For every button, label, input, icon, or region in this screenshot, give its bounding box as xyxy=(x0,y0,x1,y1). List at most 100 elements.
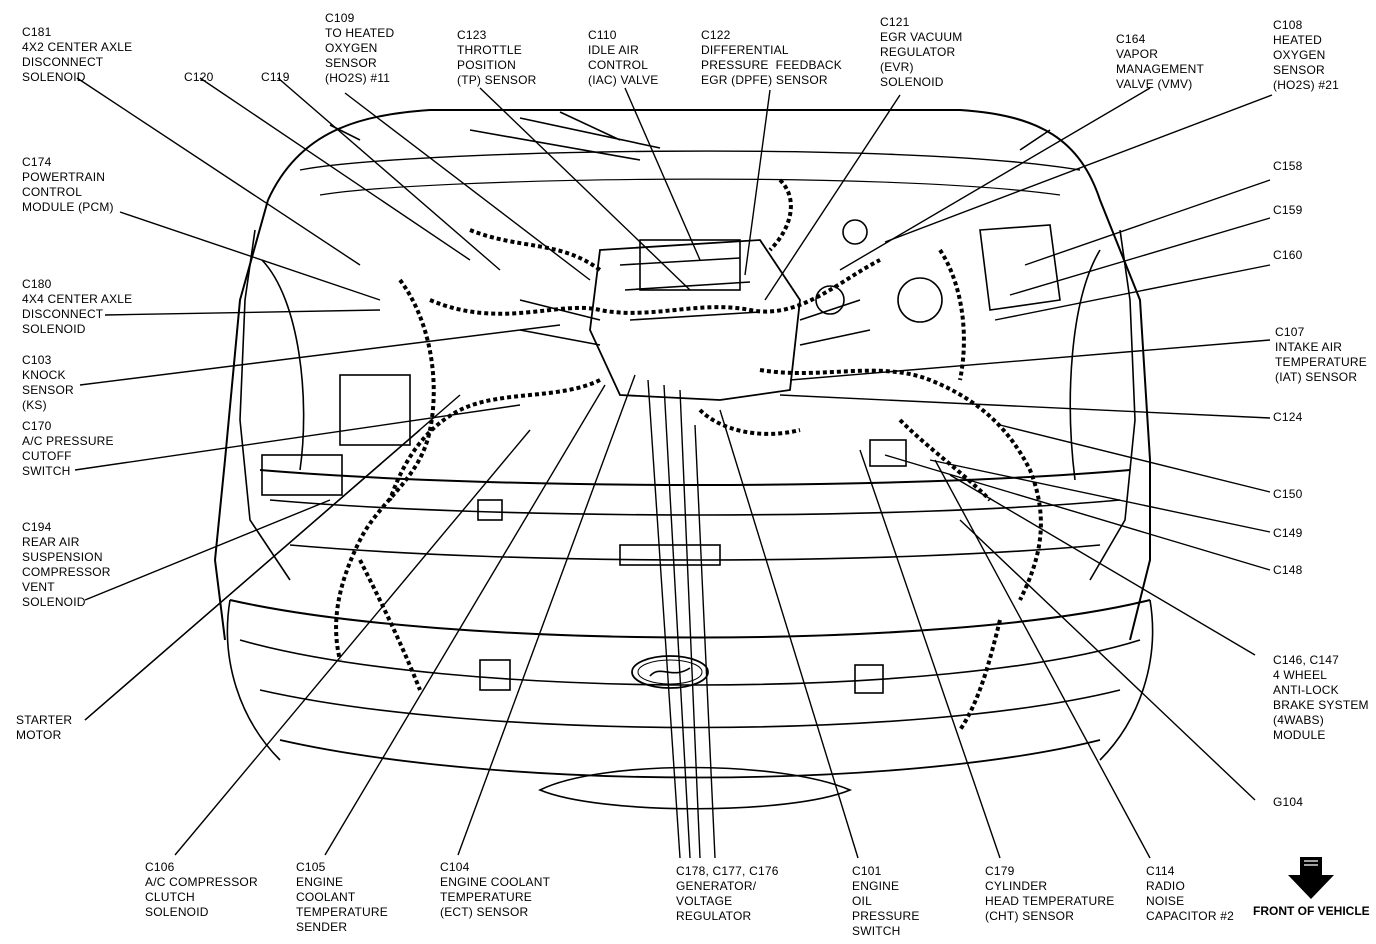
label-line: SENSOR xyxy=(1273,63,1325,77)
label-line: (KS) xyxy=(22,398,47,412)
label-line: ENGINE xyxy=(852,879,900,893)
label-line: C170 xyxy=(22,419,52,433)
label-line: MANAGEMENT xyxy=(1116,62,1205,76)
label-line: INTAKE AIR xyxy=(1275,340,1343,354)
label-line: G104 xyxy=(1273,795,1304,809)
label-line: SOLENOID xyxy=(145,905,209,919)
label-line: (HO2S) #11 xyxy=(325,71,391,85)
label-line: C108 xyxy=(1273,18,1303,32)
label-line: C164 xyxy=(1116,32,1146,46)
label-line: A/C COMPRESSOR xyxy=(145,875,258,889)
down-arrow-icon xyxy=(1288,857,1334,899)
label-line: C179 xyxy=(985,864,1015,878)
label-line: STARTER xyxy=(16,713,73,727)
label-line: C110 xyxy=(588,28,617,42)
label-c119: C119 xyxy=(261,70,290,85)
label-line: C178, C177, C176 xyxy=(676,864,779,878)
label-line: ENGINE xyxy=(296,875,344,889)
label-line: C120 xyxy=(184,70,214,84)
label-line: VENT xyxy=(22,580,55,594)
label-line: 4 WHEEL xyxy=(1273,668,1328,682)
label-c149: C149 xyxy=(1273,526,1303,541)
label-line: COOLANT xyxy=(296,890,356,904)
label-line: SOLENOID xyxy=(880,75,944,89)
label-g104: G104 xyxy=(1273,795,1303,810)
label-line: C107 xyxy=(1275,325,1305,339)
label-line: C160 xyxy=(1273,248,1303,262)
label-line: C101 xyxy=(852,864,882,878)
label-line: C180 xyxy=(22,277,52,291)
label-line: HEATED xyxy=(1273,33,1322,47)
label-line: HEAD TEMPERATURE xyxy=(985,894,1115,908)
label-line: IDLE AIR xyxy=(588,43,639,57)
label-line: MODULE xyxy=(1273,728,1326,742)
label-line: VALVE (VMV) xyxy=(1116,77,1193,91)
label-line: DISCONNECT xyxy=(22,307,104,321)
label-line: C106 xyxy=(145,860,175,874)
label-line: C158 xyxy=(1273,159,1303,173)
label-line: C109 xyxy=(325,11,355,25)
label-line: KNOCK xyxy=(22,368,66,382)
label-c120: C120 xyxy=(184,70,214,85)
label-line: (IAC) VALVE xyxy=(588,73,659,87)
label-line: VAPOR xyxy=(1116,47,1159,61)
label-line: C194 xyxy=(22,520,52,534)
label-line: C159 xyxy=(1273,203,1303,217)
label-c150: C150 xyxy=(1273,487,1303,502)
label-line: (4WABS) xyxy=(1273,713,1324,727)
label-line: DISCONNECT xyxy=(22,55,104,69)
label-line: C148 xyxy=(1273,563,1303,577)
label-line: SOLENOID xyxy=(22,322,86,336)
label-c124: C124 xyxy=(1273,410,1303,425)
label-line: (EVR) xyxy=(880,60,914,74)
label-line: C149 xyxy=(1273,526,1303,540)
label-line: SWITCH xyxy=(852,924,901,938)
label-line: RADIO xyxy=(1146,879,1186,893)
label-line: CAPACITOR #2 xyxy=(1146,909,1234,923)
label-c160: C160 xyxy=(1273,248,1303,263)
label-line: EGR VACUUM xyxy=(880,30,963,44)
label-line: C174 xyxy=(22,155,52,169)
label-line: C122 xyxy=(701,28,731,42)
label-line: ENGINE COOLANT xyxy=(440,875,551,889)
label-line: C124 xyxy=(1273,410,1303,424)
label-line: CLUTCH xyxy=(145,890,195,904)
label-line: REGULATOR xyxy=(676,909,752,923)
front-of-vehicle-label: FRONT OF VEHICLE xyxy=(1253,904,1370,918)
label-line: SUSPENSION xyxy=(22,550,103,564)
label-line: SENDER xyxy=(296,920,348,934)
label-line: TEMPERATURE xyxy=(1275,355,1367,369)
label-line: CONTROL xyxy=(22,185,83,199)
label-line: C146, C147 xyxy=(1273,653,1340,667)
label-line: C104 xyxy=(440,860,470,874)
label-line: NOISE xyxy=(1146,894,1185,908)
label-line: BRAKE SYSTEM xyxy=(1273,698,1369,712)
label-line: C119 xyxy=(261,70,290,84)
label-line: SOLENOID xyxy=(22,70,86,84)
label-line: SWITCH xyxy=(22,464,71,478)
label-line: (TP) SENSOR xyxy=(457,73,537,87)
label-line: SOLENOID xyxy=(22,595,86,609)
label-line: (IAT) SENSOR xyxy=(1275,370,1358,384)
label-line: TO HEATED xyxy=(325,26,395,40)
